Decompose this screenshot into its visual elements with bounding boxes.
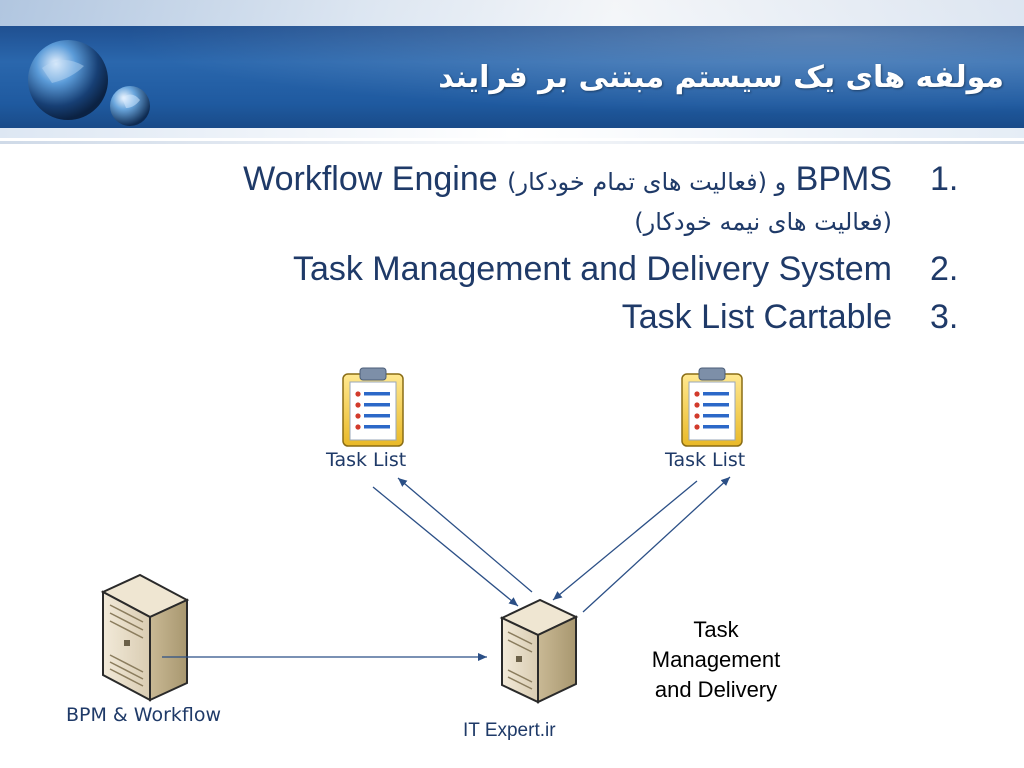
bpm-workflow-label: BPM & Workflow (66, 704, 222, 726)
clipboard-icon (681, 367, 743, 447)
list-number: 3. (930, 298, 959, 336)
header-top-stripe (0, 0, 1024, 26)
arrow-to-right-list (582, 476, 731, 613)
header-separator (0, 141, 1024, 144)
list-item-1-line2: (فعالیت های نیمه خودکار) (634, 208, 892, 236)
globe-logo-icon (28, 40, 150, 126)
task-list-left-label: Task List (326, 449, 407, 471)
header-bottom-stripe (0, 128, 1024, 138)
task-management-delivery-label: Task Management and Delivery (651, 617, 781, 702)
list-number: 2. (930, 250, 959, 288)
list-number: 1. (930, 160, 959, 198)
list-item-1-en2: Workflow Engine (243, 160, 498, 198)
clipboard-icon (342, 367, 404, 447)
arrow-to-server-from-right-list (552, 480, 698, 601)
slide-title: مولفه های یک سیستم مبتنی بر فرایند (438, 60, 1004, 95)
list-item-1: Workflow Engine (فعالیت های تمام خودکار)… (243, 160, 892, 199)
arrow-to-left-list (397, 477, 533, 593)
list-item-1-en: BPMS (795, 160, 892, 198)
server-icon (100, 573, 190, 702)
server-icon (499, 598, 579, 704)
list-item-1-fa: (فعالیت های تمام خودکار) و (507, 168, 787, 196)
list-item-3: Task List Cartable (621, 298, 892, 336)
footer-credit: IT Expert.ir (463, 720, 556, 741)
arrow-to-server-from-left-list (372, 486, 519, 607)
task-list-right-label: Task List (665, 449, 746, 471)
slide-header: مولفه های یک سیستم مبتنی بر فرایند (0, 0, 1024, 138)
list-item-2: Task Management and Delivery System (292, 250, 892, 288)
